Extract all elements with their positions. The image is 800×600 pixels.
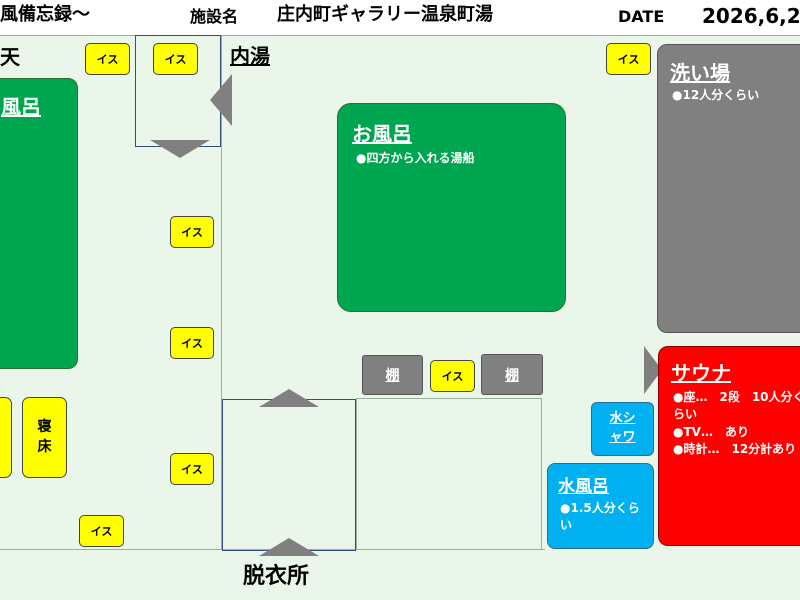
indoor-area-label: 内湯 xyxy=(230,44,270,68)
chair: イス xyxy=(170,453,214,485)
outdoor-bath-title: 風呂 xyxy=(1,95,41,119)
water-shower-label: 水シャワ xyxy=(609,411,636,445)
shelf-right: 棚 xyxy=(481,354,543,395)
chair: イス xyxy=(430,360,475,392)
chair: イス xyxy=(79,515,124,547)
arrow-down-icon xyxy=(150,140,210,158)
sauna-note-tv: ●TV… あり xyxy=(673,424,749,439)
outdoor-area-label: 天 xyxy=(0,45,20,69)
passage-outline xyxy=(356,398,542,550)
arrow-up-icon-bottom xyxy=(259,538,319,556)
partition-wall xyxy=(221,35,222,550)
sauna-note-seats: ●座… 2段 10人分くらい xyxy=(673,390,800,422)
cold-bath: 水風呂 ●1.5人分くらい xyxy=(547,463,654,549)
rest-bed: 寝床 xyxy=(22,397,67,478)
cold-bath-title: 水風呂 xyxy=(558,477,609,497)
chair: イス xyxy=(606,43,651,75)
sauna: サウナ ●座… 2段 10人分くらい ●TV… あり ●時計… 12分計あり xyxy=(658,346,800,546)
sauna-note-clock: ●時計… 12分計あり xyxy=(673,442,797,457)
arrow-up-icon xyxy=(259,389,319,407)
chair: イス xyxy=(85,43,130,75)
indoor-bath-note: ●四方から入れる湯船 xyxy=(356,151,475,165)
rest-bed-partial xyxy=(0,397,12,478)
arrow-right-icon xyxy=(644,346,662,394)
arrow-left-icon xyxy=(210,74,232,126)
chair: イス xyxy=(170,216,214,248)
page-title: 風備忘録〜 xyxy=(0,4,90,25)
sauna-title: サウナ xyxy=(671,361,731,385)
shelf-left: 棚 xyxy=(362,355,423,395)
water-shower: 水シャワ xyxy=(591,402,654,456)
washing-area-note: ●12人分くらい xyxy=(672,88,760,102)
changing-room-label: 脱衣所 xyxy=(243,564,310,589)
sauna-notes: ●座… 2段 10人分くらい ●TV… あり ●時計… 12分計あり xyxy=(673,389,800,459)
date-label: DATE xyxy=(618,7,665,26)
date-value: 2026,6,2 xyxy=(702,4,800,28)
indoor-bath-title: お風呂 xyxy=(352,122,412,146)
indoor-bath: お風呂 ●四方から入れる湯船 xyxy=(337,103,566,312)
facility-label: 施設名 xyxy=(190,7,239,26)
outdoor-bath: 風呂 xyxy=(0,78,78,369)
cold-bath-note: ●1.5人分くらい xyxy=(560,501,640,533)
chair: イス xyxy=(153,43,198,75)
washing-area: 洗い場 ●12人分くらい xyxy=(657,44,800,333)
washing-area-title: 洗い場 xyxy=(670,61,730,85)
facility-name: 庄内町ギャラリー温泉町湯 xyxy=(277,4,493,25)
rest-bed-label: 寝床 xyxy=(37,418,52,455)
chair: イス xyxy=(170,327,214,359)
door-outline-bottom xyxy=(222,399,356,551)
